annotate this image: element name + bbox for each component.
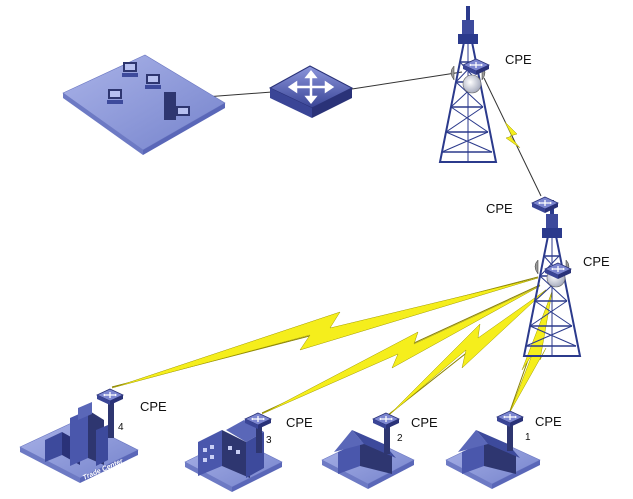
cpe-label-4: CPE (140, 399, 167, 414)
computer-icon (107, 89, 123, 104)
lan-workstations[interactable] (62, 54, 226, 155)
wireless-link-1 (509, 291, 553, 413)
site-number-4: 4 (118, 422, 124, 433)
antenna-pole-1 (507, 421, 513, 451)
site-1-house[interactable] (445, 430, 541, 489)
site-4-trade-center[interactable]: Trade Center (19, 402, 139, 483)
site-3-apartments[interactable] (184, 420, 283, 492)
cpe-label-2: CPE (411, 415, 438, 430)
antenna-pole-3 (256, 423, 262, 453)
cpe-device-4[interactable] (96, 388, 124, 406)
computer-icon (122, 62, 138, 77)
computer-icon (145, 74, 161, 89)
site-number-1: 1 (525, 432, 531, 443)
wired-link-lan-switch (204, 91, 273, 98)
site-number-2: 2 (397, 433, 403, 444)
wired-link-tower1-tower2 (483, 77, 542, 197)
wired-link-switch-tower (351, 71, 463, 90)
cpe-device-tower2-top[interactable] (531, 196, 559, 214)
antenna-pole-2 (384, 424, 390, 454)
cpe-device-2[interactable] (372, 412, 400, 430)
switch-arrows-icon (287, 69, 335, 105)
cpe-label-tower2-right: CPE (583, 254, 610, 269)
cpe-label-tower2-top: CPE (486, 201, 513, 216)
cpe-label-3: CPE (286, 415, 313, 430)
switch-device[interactable] (268, 65, 354, 118)
wireless-link-2 (387, 289, 547, 417)
site-number-3: 3 (266, 435, 272, 446)
server-icon (164, 92, 190, 120)
cpe-device-1[interactable] (496, 410, 524, 428)
wireless-link-3 (261, 284, 541, 415)
antenna-pole-4 (108, 398, 114, 438)
radio-tower-main[interactable] (439, 5, 497, 163)
wireless-link-backhaul (504, 121, 521, 149)
wireless-link-4 (111, 276, 539, 389)
cpe-label-tower1: CPE (505, 52, 532, 67)
cpe-label-1: CPE (535, 414, 562, 429)
